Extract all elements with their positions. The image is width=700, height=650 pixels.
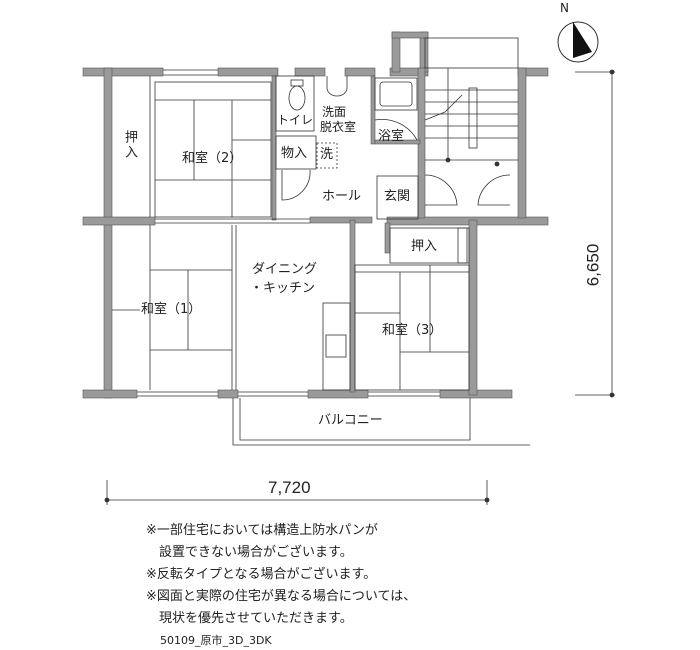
note-line: ※一部住宅においては構造上防水パンが — [146, 523, 378, 538]
room-washitsu-1: 和室（1） — [141, 302, 202, 317]
room-monoire: 物入 — [281, 146, 308, 161]
room-dining: ダイニング — [252, 262, 318, 277]
room-washitsu-2: 和室（2） — [182, 151, 243, 166]
note-line: ※図面と実際の住宅が異なる場合については、 — [146, 589, 417, 604]
balcony-label: バルコニー — [318, 413, 383, 428]
width-dimension: 7,720 — [268, 478, 311, 497]
room-bath: 浴室 — [378, 129, 405, 144]
room-toilet: トイレ — [277, 113, 314, 127]
note-line: ※反転タイプとなる場合がございます。 — [146, 567, 377, 582]
plan-code: 50109_原市_3D_3DK — [160, 634, 272, 647]
room-kitchen: ・キッチン — [250, 281, 316, 296]
compass-label: N — [560, 1, 569, 15]
north-arrow-icon — [557, 21, 599, 63]
room-oshiire-left: 押入 — [122, 130, 137, 160]
interior-lines — [112, 37, 530, 446]
room-datsuishitsu: 脱衣室 — [320, 120, 357, 134]
room-washitsu-3: 和室（3） — [382, 323, 443, 338]
washer-space: 洗 — [320, 147, 334, 162]
depth-dimension: 6,650 — [583, 243, 603, 287]
room-senmen: 洗面 — [322, 105, 347, 119]
room-hall: ホール — [322, 189, 362, 204]
notes: ※一部住宅においては構造上防水パンが 設置できない場合がございます。 ※反転タイ… — [146, 520, 416, 630]
dimension-lines — [104, 69, 615, 505]
room-genkan: 玄関 — [384, 189, 411, 204]
note-line: 設置できない場合がございます。 — [146, 545, 353, 560]
note-line: 現状を優先させていただきます。 — [146, 611, 353, 626]
room-oshiire-right: 押入 — [411, 239, 438, 254]
walls — [82, 31, 549, 399]
